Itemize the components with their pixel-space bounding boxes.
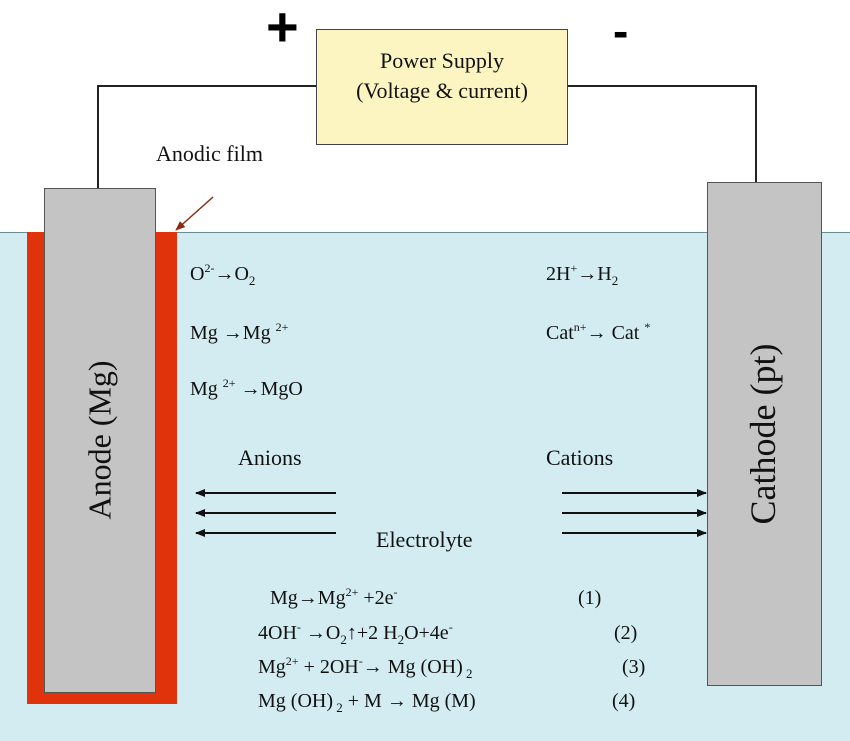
equation-4-number: (4) bbox=[612, 690, 636, 712]
equation-1: Mg→Mg2+ +2e- bbox=[270, 585, 398, 609]
anodic-film-label: Anodic film bbox=[156, 141, 263, 166]
anions-label: Anions bbox=[238, 445, 302, 470]
power-supply-subtitle: (Voltage & current) bbox=[356, 78, 528, 103]
equation-1-number: (1) bbox=[578, 587, 602, 609]
cations-label: Cations bbox=[546, 445, 614, 470]
anode-wire bbox=[97, 85, 316, 188]
equation-3-number: (3) bbox=[622, 656, 646, 678]
power-supply-title: Power Supply bbox=[379, 48, 505, 73]
anode-electrode bbox=[44, 188, 156, 693]
cathode-reaction-hydrogen: 2H+→H2 bbox=[546, 261, 619, 288]
equation-2: 4OH- →O2↑+2 H2O+4e- bbox=[258, 620, 453, 647]
positive-terminal-sign: + bbox=[266, 0, 299, 58]
cathode-electrode bbox=[707, 182, 822, 686]
equation-4: Mg (OH) 2 + M → Mg (M) bbox=[258, 690, 476, 715]
negative-terminal-sign: - bbox=[613, 5, 629, 57]
electrolyte-label: Electrolyte bbox=[376, 527, 473, 552]
anode-reaction-oxygen: O2-→O2 bbox=[190, 261, 256, 288]
anodic-film-pointer-arrow bbox=[175, 196, 214, 231]
anode-reaction-mg-ion: Mg →Mg 2+ bbox=[190, 320, 289, 344]
equation-3: Mg2+ + 2OH-→ Mg (OH) 2 bbox=[258, 654, 473, 681]
cathode-reaction-cation: Catn+→ Cat * bbox=[546, 320, 651, 344]
power-supply-box: Power Supply (Voltage & current) bbox=[316, 29, 568, 145]
cathode-wire bbox=[568, 85, 757, 182]
anode-reaction-mgo: Mg 2+ →MgO bbox=[190, 376, 303, 400]
equation-2-number: (2) bbox=[614, 622, 638, 644]
